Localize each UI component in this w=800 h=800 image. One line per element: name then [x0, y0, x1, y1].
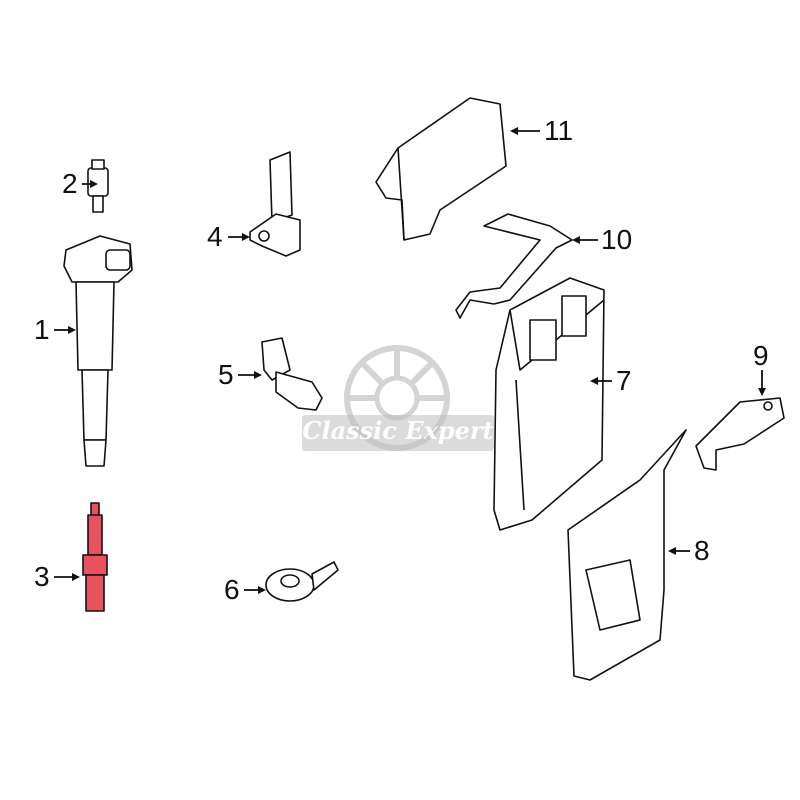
callout-6: 6: [224, 574, 240, 605]
part-1-ignition-coil[interactable]: [63, 235, 133, 467]
callout-10: 10: [601, 224, 633, 255]
part-5-cam-sensor[interactable]: [261, 337, 323, 411]
callout-3: 3: [34, 561, 50, 592]
part-3-spark-plug[interactable]: [82, 502, 108, 612]
part-6-ring-terminal[interactable]: [265, 561, 339, 602]
watermark-banner: [302, 415, 494, 451]
arrow-9: [758, 370, 766, 396]
watermark-text: Classic Expert: [302, 416, 494, 445]
callout-9: 9: [753, 340, 769, 371]
arrow-6: [244, 586, 266, 594]
arrow-5: [238, 371, 262, 379]
arrow-1: [54, 326, 76, 334]
part-11-ecu-cover[interactable]: [375, 97, 507, 241]
part-8-heat-shield[interactable]: [567, 429, 687, 681]
arrow-3: [54, 573, 80, 581]
callout-1: 1: [34, 314, 50, 345]
arrow-10: [572, 236, 598, 244]
part-9-mounting-bracket[interactable]: [695, 397, 785, 471]
part-10-bracket[interactable]: [455, 213, 573, 319]
callout-7: 7: [616, 365, 632, 396]
arrow-7: [590, 377, 612, 385]
callout-4: 4: [207, 221, 223, 252]
arrow-11: [510, 127, 540, 135]
part-4-sensor[interactable]: [249, 151, 301, 257]
callout-8: 8: [694, 535, 710, 566]
callout-11: 11: [544, 115, 574, 146]
arrow-8: [668, 547, 690, 555]
callout-5: 5: [218, 359, 234, 390]
callout-arrows: [54, 127, 766, 594]
callout-2: 2: [62, 168, 78, 199]
arrow-2: [82, 180, 98, 188]
part-2-sensor[interactable]: [87, 159, 109, 213]
part-7-engine-control-module[interactable]: [493, 277, 605, 531]
arrow-4: [228, 233, 250, 241]
